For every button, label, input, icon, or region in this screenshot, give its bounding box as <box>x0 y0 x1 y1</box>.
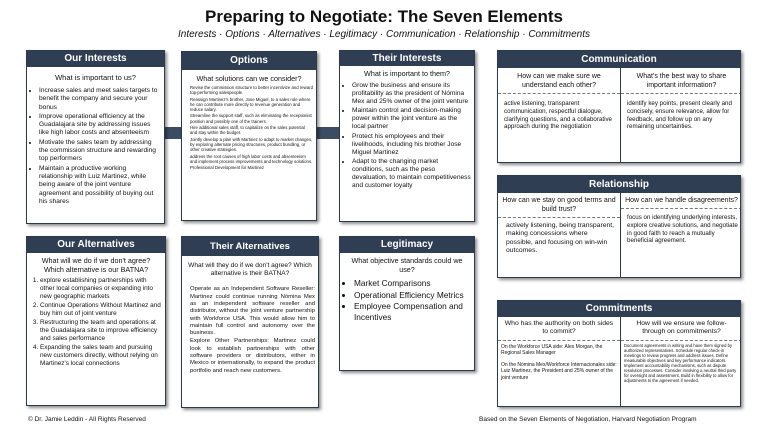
legitimacy-panel: Legitimacy What objective standards coul… <box>339 236 475 371</box>
list-item: Operational Efficiency Metrics <box>354 290 470 301</box>
commitments-col-authority: Who has the authority on both sides to c… <box>498 317 620 406</box>
communication-col-understanding: How can we make sure we understand each … <box>498 68 620 162</box>
list-item: Restructuring the team and operations at… <box>40 319 162 343</box>
list-item: Explore Other Partnerships: Martinez cou… <box>190 338 315 374</box>
their-interests-question: What is important to them? <box>364 69 450 78</box>
our-alternatives-question: What will we do if we don't agree? Which… <box>41 256 151 274</box>
list-item: Adapt to the changing market conditions,… <box>352 158 471 190</box>
commitments-answer-authority-nomina: On the Nómina Mex/Workforce Internaciona… <box>501 362 617 381</box>
options-panel: Options What solutions can we consider? … <box>181 51 317 221</box>
column-divider <box>620 68 621 162</box>
legitimacy-list: Market Comparisons Operational Efficienc… <box>340 278 474 322</box>
list-item: Jointly develop a plan with Martinez to … <box>190 137 313 153</box>
communication-header: Communication <box>498 51 740 68</box>
list-item: Streamline the support staff, such as el… <box>190 113 313 124</box>
communication-col-sharing: What's the best way to share important i… <box>621 68 740 162</box>
list-item: Maintain a productive working relationsh… <box>39 165 160 206</box>
column-divider <box>620 317 621 406</box>
commitments-question-authority: Who has the authority on both sides to c… <box>498 320 620 341</box>
their-interests-panel: Their Interests What is important to the… <box>339 50 475 222</box>
source-footer: Based on the Seven Elements of Negotiati… <box>479 416 697 423</box>
page-title: Preparing to Negotiate: The Seven Elemen… <box>204 7 564 26</box>
communication-answer-sharing: identify key points, present clearly and… <box>627 100 732 131</box>
list-item: Operate as an Independent Software Resel… <box>190 286 315 337</box>
communication-panel: Communication How can we make sure we un… <box>497 50 741 163</box>
their-interests-header: Their Interests <box>340 51 474 66</box>
list-item: Employee Compensation and Incentives <box>354 301 470 322</box>
column-divider <box>620 193 621 277</box>
list-item: Maintain control and decision-making pow… <box>352 107 471 131</box>
commitments-answer-follow-through: Document agreements in writing and have … <box>624 342 737 384</box>
list-item: Protect his employees and their liveliho… <box>352 133 471 157</box>
list-item: Expanding the sales team and pursuing ne… <box>40 344 162 368</box>
options-header: Options <box>182 52 316 70</box>
our-alternatives-header: Our Alternatives <box>27 237 165 253</box>
list-item: Motivate the sales team by addressing th… <box>39 139 160 164</box>
their-alternatives-header: Their Alternatives <box>182 237 318 256</box>
their-alternatives-panel: Their Alternatives What will they do if … <box>181 236 319 408</box>
communication-answer-understanding: active listening, transparent communicat… <box>504 100 613 131</box>
our-interests-question: What is important to us? <box>55 73 136 82</box>
our-alternatives-panel: Our Alternatives What will we do if we d… <box>26 236 166 406</box>
list-item: Increase sales and meet sales targets to… <box>39 87 160 112</box>
relationship-col-disagreements: How can we handle disagreements? focus o… <box>621 193 740 277</box>
relationship-panel: Relationship How can we stay on good ter… <box>497 175 741 278</box>
list-item: Improve operational efficiency at the Gu… <box>39 113 160 138</box>
our-interests-panel: Our Interests What is important to us? I… <box>26 50 165 224</box>
their-alternatives-question: What will they do if we don't agree? Whi… <box>188 262 312 278</box>
commitments-col-follow-through: How will we ensure we follow-through on … <box>621 317 740 406</box>
legitimacy-question: What objective standards could we use? <box>351 256 463 274</box>
list-item: Hire additional sales staff, to capitali… <box>190 125 313 136</box>
list-item: Continue Operations Without Martinez and… <box>40 302 162 318</box>
relationship-answer-trust: actively listening, being transparent, m… <box>506 222 615 255</box>
list-item: Market Comparisons <box>354 278 470 289</box>
their-interests-list: Grow the business and ensure its profita… <box>340 82 474 190</box>
copyright-footer: © Dr. Jamie Leddin - All Rights Reserved <box>28 416 146 423</box>
relationship-col-trust: How can we stay on good terms and build … <box>498 193 620 277</box>
their-alternatives-list: Operate as an Independent Software Resel… <box>182 286 318 375</box>
connector-arrow-left <box>165 127 181 139</box>
list-item: explore establishing partnerships with o… <box>40 277 162 301</box>
list-item: Professional Development for Martinez <box>190 165 313 170</box>
relationship-question-disagreements: How can we handle disagreements? <box>621 196 740 209</box>
legitimacy-header: Legitimacy <box>340 237 474 253</box>
options-question: What solutions can we consider? <box>196 74 302 83</box>
list-item: Reassign Martinez's brother, Jose Miguel… <box>190 97 313 113</box>
commitments-panel: Commitments Who has the authority on bot… <box>497 300 741 407</box>
commitments-header: Commitments <box>498 301 740 317</box>
communication-question-understanding: How can we make sure we understand each … <box>498 72 620 94</box>
relationship-answer-disagreements: focus on identifying underlying interest… <box>627 214 738 245</box>
list-item: address the root causes of high labor co… <box>190 154 313 165</box>
relationship-header: Relationship <box>498 176 740 193</box>
communication-question-sharing: What's the best way to share important i… <box>621 72 740 94</box>
our-alternatives-list: explore establishing partnerships with o… <box>27 277 165 368</box>
options-list: Revise the commission structure to bette… <box>182 85 316 170</box>
our-interests-list: Increase sales and meet sales targets to… <box>27 87 164 206</box>
page-subtitle: Interests · Options · Alternatives · Leg… <box>178 29 590 40</box>
commitments-question-follow-through: How will we ensure we follow-through on … <box>621 320 740 341</box>
commitments-answer-authority-workforce: On the Workforce USA side: Alex Morgan, … <box>501 343 603 357</box>
our-interests-header: Our Interests <box>27 51 164 67</box>
relationship-question-trust: How can we stay on good terms and build … <box>498 196 620 218</box>
list-item: Revise the commission structure to bette… <box>190 85 313 96</box>
connector-arrow-right <box>317 127 339 139</box>
list-item: Grow the business and ensure its profita… <box>352 82 471 106</box>
